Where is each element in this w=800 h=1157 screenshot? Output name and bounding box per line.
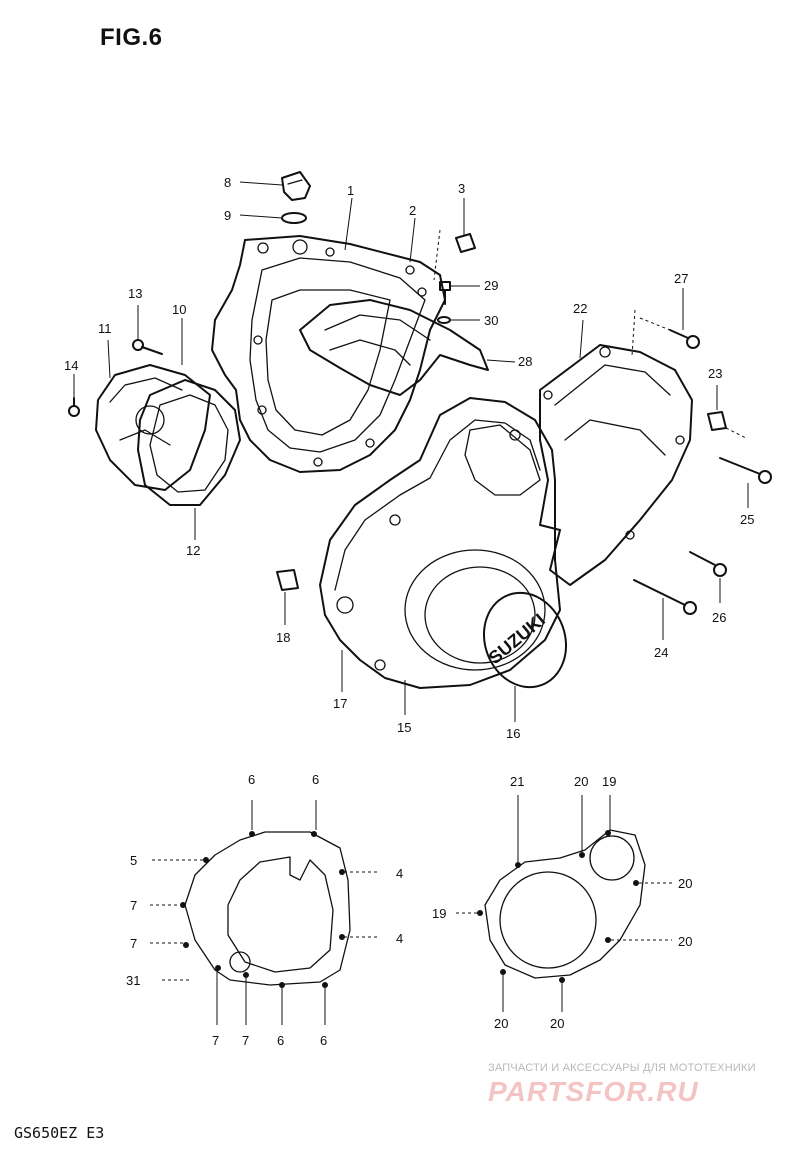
callout-l-31: 31: [126, 973, 140, 988]
bolt-part-25: [719, 457, 772, 484]
callout-1: 1: [347, 183, 354, 198]
model-code: GS650EZ E3: [14, 1124, 105, 1142]
callout-r-19a: 19: [602, 774, 616, 789]
dowel-part-23: [707, 411, 727, 431]
callout-r-21: 21: [510, 774, 524, 789]
clutch-cover-part-15: [319, 397, 561, 689]
callout-29: 29: [484, 278, 498, 293]
callout-26: 26: [712, 610, 726, 625]
callout-13: 13: [128, 286, 142, 301]
callout-3: 3: [458, 181, 465, 196]
callout-22: 22: [573, 301, 587, 316]
callout-r-20a: 20: [574, 774, 588, 789]
callout-l-4a: 4: [396, 866, 403, 881]
callout-l-6a: 6: [248, 772, 255, 787]
generator-cover-bolt-layout: [456, 795, 672, 1012]
callout-10: 10: [172, 302, 186, 317]
callout-l-6c: 6: [277, 1033, 284, 1048]
bolt-part-27: [669, 329, 700, 349]
callout-r-19b: 19: [432, 906, 446, 921]
callout-l-6d: 6: [320, 1033, 327, 1048]
emblem-part-16: SUZUKI: [482, 591, 568, 689]
watermark-tagline: ЗАПЧАСТИ И АКСЕССУАРЫ ДЛЯ МОТОТЕХНИКИ: [488, 1062, 756, 1074]
bolt-part-13: [132, 339, 163, 355]
screw-part-29: [439, 281, 451, 305]
callout-28: 28: [518, 354, 532, 369]
callout-17: 17: [333, 696, 347, 711]
callout-9: 9: [224, 208, 231, 223]
crankcase-cover-part-1: [211, 235, 446, 473]
callout-r-20e: 20: [550, 1016, 564, 1031]
callout-l-4b: 4: [396, 931, 403, 946]
oil-filler-cap-part-8: [281, 171, 311, 201]
leader-lines: [73, 181, 749, 722]
callout-l-6b: 6: [312, 772, 319, 787]
suzuki-logo: SUZUKI: [485, 610, 549, 668]
bolt-part-26: [689, 551, 727, 577]
callout-24: 24: [654, 645, 668, 660]
inner-plate-part-28: [299, 299, 489, 396]
dowel-pin-part-3: [455, 233, 476, 253]
figure-title: FIG.6: [100, 24, 163, 51]
bolt-part-24: [633, 579, 697, 615]
callout-r-20c: 20: [678, 934, 692, 949]
clutch-cover-bolt-layout: [150, 800, 378, 1025]
callout-l-5: 5: [130, 853, 137, 868]
watermark-brand: PARTSFOR.RU: [488, 1076, 699, 1107]
gasket-part-12: [137, 379, 241, 506]
callout-23: 23: [708, 366, 722, 381]
callout-14: 14: [64, 358, 78, 373]
washer-part-30: [437, 316, 451, 324]
callout-8: 8: [224, 175, 231, 190]
callout-l-7c: 7: [212, 1033, 219, 1048]
generator-cover-part-11: [95, 364, 211, 491]
callout-11: 11: [98, 321, 112, 336]
o-ring-part-9: [281, 212, 307, 224]
callout-27: 27: [674, 271, 688, 286]
callout-25: 25: [740, 512, 754, 527]
callout-r-20d: 20: [494, 1016, 508, 1031]
dowel-part-18: [276, 569, 299, 591]
callout-18: 18: [276, 630, 290, 645]
callout-r-20b: 20: [678, 876, 692, 891]
callout-12: 12: [186, 543, 200, 558]
watermark: ЗАПЧАСТИ И АКСЕССУАРЫ ДЛЯ МОТОТЕХНИКИ PA…: [488, 1062, 788, 1108]
callout-30: 30: [484, 313, 498, 328]
callout-15: 15: [397, 720, 411, 735]
callout-l-7a: 7: [130, 898, 137, 913]
generator-cover-part-22: [539, 344, 693, 586]
callout-l-7d: 7: [242, 1033, 249, 1048]
bolt-part-14: [68, 397, 80, 417]
callout-16: 16: [506, 726, 520, 741]
callout-2: 2: [409, 203, 416, 218]
callout-l-7b: 7: [130, 936, 137, 951]
